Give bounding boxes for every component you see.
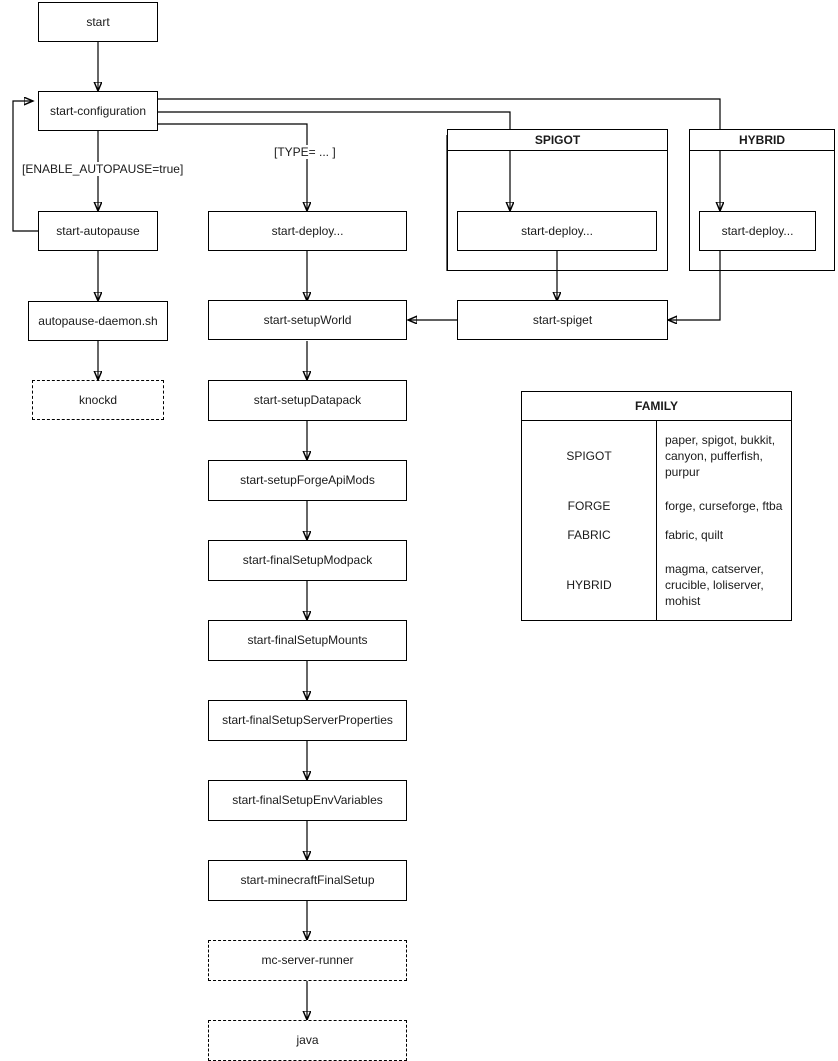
group-hybrid-title: HYBRID (690, 130, 834, 151)
group-spigot-title: SPIGOT (448, 130, 667, 151)
node-start-finalsetupserverproperties[interactable]: start-finalSetupServerProperties (208, 700, 407, 741)
family-key-hybrid: HYBRID (522, 550, 657, 620)
node-start-minecraftfinalsetup[interactable]: start-minecraftFinalSetup (208, 860, 407, 901)
family-legend-body: SPIGOT paper, spigot, bukkit, canyon, pu… (522, 420, 791, 620)
family-key-forge: FORGE (522, 490, 657, 521)
node-start-autopause[interactable]: start-autopause (38, 211, 158, 251)
table-row: SPIGOT paper, spigot, bukkit, canyon, pu… (522, 420, 791, 491)
group-hybrid: HYBRID (689, 129, 835, 271)
edge-label-enable-autopause: [ENABLE_AUTOPAUSE=true] (20, 162, 186, 176)
family-legend: FAMILY SPIGOT paper, spigot, bukkit, can… (521, 391, 792, 621)
node-java[interactable]: java (208, 1020, 407, 1061)
node-start-setupdatapack[interactable]: start-setupDatapack (208, 380, 407, 421)
group-spigot: SPIGOT (447, 129, 668, 271)
node-start-setupworld[interactable]: start-setupWorld (208, 300, 407, 340)
family-key-fabric: FABRIC (522, 520, 657, 551)
node-start[interactable]: start (38, 2, 158, 42)
node-start-finalsetupenvvariables[interactable]: start-finalSetupEnvVariables (208, 780, 407, 821)
node-start-configuration[interactable]: start-configuration (38, 91, 158, 131)
edge-label-type: [TYPE= ... ] (272, 145, 338, 159)
table-row: HYBRID magma, catserver, crucible, lolis… (522, 550, 791, 620)
node-start-deploy-hybrid[interactable]: start-deploy... (699, 211, 816, 251)
family-value-fabric: fabric, quilt (665, 528, 724, 543)
table-row: FABRIC fabric, quilt (522, 520, 791, 551)
node-start-setupforgeapimods[interactable]: start-setupForgeApiMods (208, 460, 407, 501)
family-value-hybrid: magma, catserver, crucible, loliserver, … (665, 561, 764, 609)
node-knockd[interactable]: knockd (32, 380, 164, 420)
family-legend-header: FAMILY (522, 392, 791, 421)
family-legend-table: FAMILY SPIGOT paper, spigot, bukkit, can… (522, 392, 791, 620)
node-autopause-daemon-sh[interactable]: autopause-daemon.sh (28, 301, 168, 341)
table-row: FORGE forge, curseforge, ftba (522, 490, 791, 521)
family-value-forge: forge, curseforge, ftba (665, 498, 783, 513)
node-start-spiget[interactable]: start-spiget (457, 300, 668, 340)
family-key-spigot: SPIGOT (522, 420, 657, 491)
node-start-deploy-spigot[interactable]: start-deploy... (457, 211, 657, 251)
node-start-finalsetupmounts[interactable]: start-finalSetupMounts (208, 620, 407, 661)
node-start-finalsetupmodpack[interactable]: start-finalSetupModpack (208, 540, 407, 581)
node-start-deploy-main[interactable]: start-deploy... (208, 211, 407, 251)
node-mc-server-runner[interactable]: mc-server-runner (208, 940, 407, 981)
family-value-spigot: paper, spigot, bukkit, canyon, pufferfis… (665, 432, 776, 479)
